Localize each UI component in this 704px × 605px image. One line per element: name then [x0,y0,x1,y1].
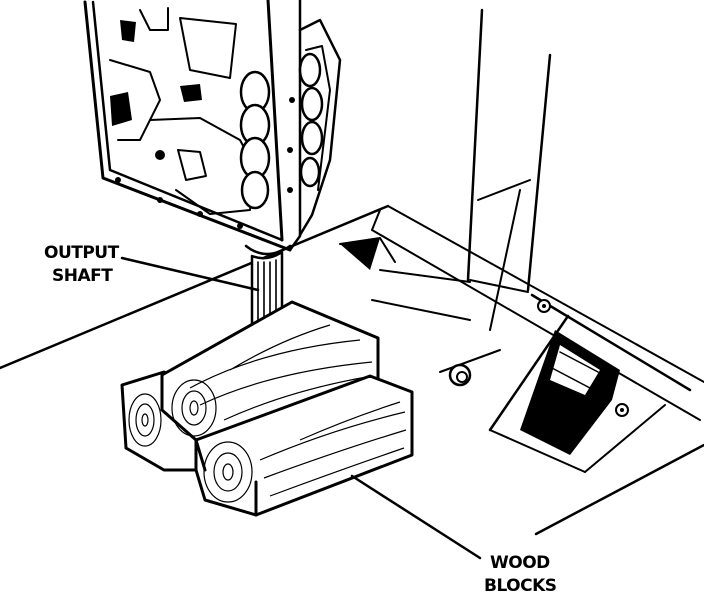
output-shaft-label: OUTPUT SHAFT [44,243,120,286]
callout-lines [120,256,482,560]
stand-post [371,8,552,331]
mounting-bracket [439,293,692,473]
output-shaft-label-line2: SHAFT [52,266,113,286]
wood-blocks-label: WOOD BLOCKS [484,553,557,596]
wood-blocks-label-line1: WOOD [490,553,550,573]
clutch-discs [239,52,324,210]
transmission-case [83,0,342,252]
wood-blocks [120,300,414,517]
wood-blocks-label-line2: BLOCKS [484,576,557,596]
output-shaft-label-line1: OUTPUT [44,243,120,263]
